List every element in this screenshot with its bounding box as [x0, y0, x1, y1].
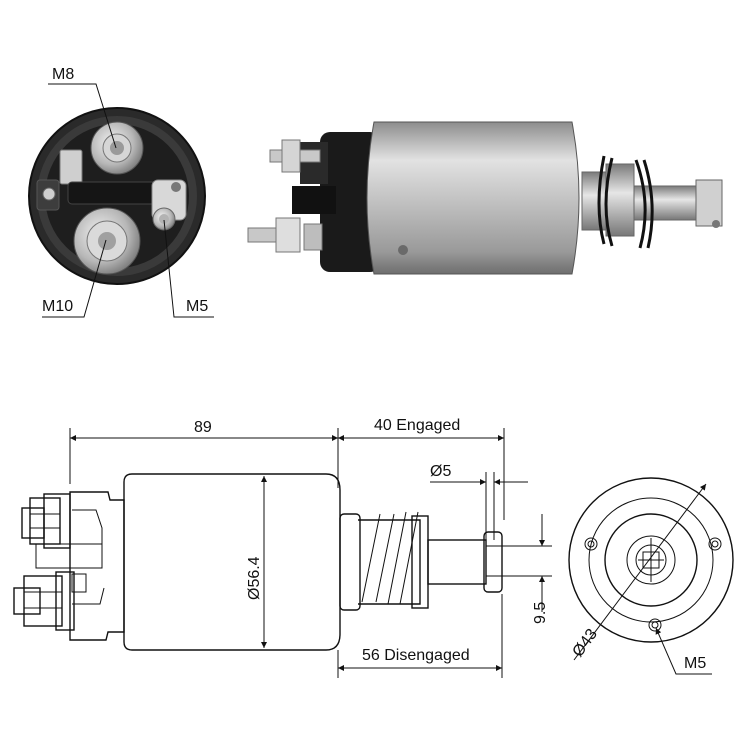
side-elevation	[13, 473, 503, 651]
photo-leaders	[42, 83, 214, 318]
label-40-engaged: 40 Engaged	[374, 417, 460, 434]
m5-terminal	[151, 179, 187, 231]
label-m8: M8	[52, 66, 74, 83]
label-9-5: 9.5	[532, 602, 549, 624]
dim-dia-5	[430, 472, 528, 540]
m8-terminal	[90, 121, 144, 175]
m10-terminal	[73, 207, 141, 275]
label-m5-photo: M5	[186, 298, 208, 315]
dim-9-5	[502, 514, 552, 612]
label-dia-56-4: Ø56.4	[246, 556, 263, 600]
label-56-disengaged: 56 Disengaged	[362, 647, 470, 664]
label-dia-5: Ø5	[430, 463, 451, 480]
front-view	[568, 477, 734, 675]
label-m5-drawing: M5	[684, 655, 706, 672]
dim-56-disengaged	[337, 594, 503, 678]
end-view-photo	[28, 107, 206, 285]
dim-89	[69, 428, 339, 488]
label-m10: M10	[42, 298, 73, 315]
dim-40-engaged	[338, 428, 505, 520]
side-view-photo	[247, 121, 723, 275]
label-89: 89	[194, 419, 212, 436]
